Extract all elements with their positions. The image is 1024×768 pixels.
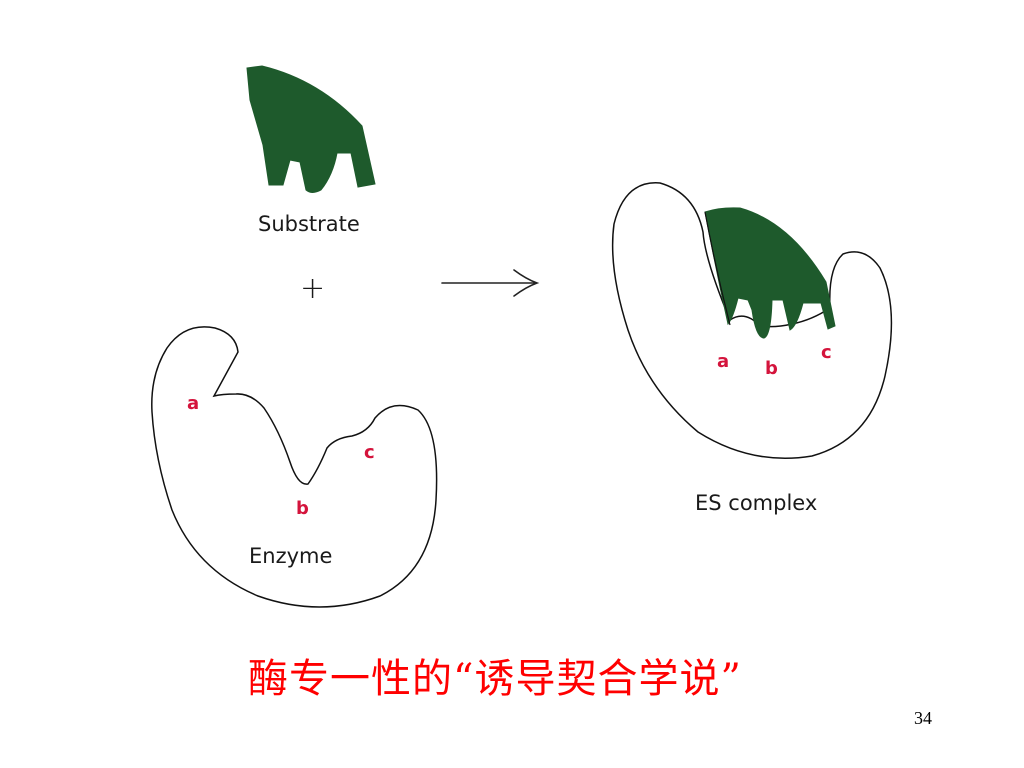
substrate-label: Substrate	[258, 212, 360, 236]
enzyme-site-b: b	[296, 498, 309, 519]
page-number: 34	[914, 708, 932, 728]
complex-site-c: c	[821, 342, 832, 363]
plus-sign: +	[300, 271, 325, 306]
substrate-shape	[246, 65, 376, 193]
complex-site-b: b	[765, 358, 778, 379]
complex-site-a: a	[717, 351, 729, 372]
es-complex-enzyme-shape	[611, 182, 893, 459]
induced-fit-diagram: Substrate + a b c Enzyme a b c ES comple…	[151, 65, 893, 608]
slide-caption: 酶专一性的“诱导契合学说”	[248, 656, 742, 702]
es-complex-substrate-shape	[704, 207, 836, 339]
es-complex-label: ES complex	[695, 491, 817, 515]
enzyme-shape	[151, 326, 438, 608]
es-complex-substrate-edge	[704, 211, 731, 326]
enzyme-site-c: c	[364, 442, 375, 463]
enzyme-site-a: a	[187, 393, 199, 414]
reaction-arrow	[441, 269, 540, 297]
enzyme-label: Enzyme	[249, 544, 332, 568]
